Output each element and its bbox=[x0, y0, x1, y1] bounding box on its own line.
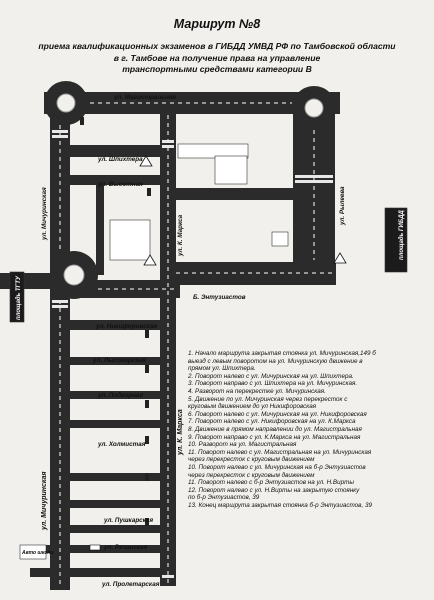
legend-line: 11. Поворот налево с б-р Энтузиастов на … bbox=[188, 479, 354, 487]
speed-bump-icon bbox=[89, 544, 101, 551]
road-nikiforovskaya bbox=[60, 320, 176, 330]
road-kholmistaya bbox=[60, 420, 176, 428]
traffic-light-icon bbox=[145, 473, 149, 481]
building-block bbox=[214, 155, 248, 185]
legend-line: через перекресток с круговым движением bbox=[188, 456, 315, 464]
legend-line: 12. Поворот налево с ул. Н.Вирты на закр… bbox=[188, 486, 360, 494]
label-podgornaya: ул. Подгорная bbox=[97, 391, 143, 399]
label-michurinskaya-top: ул. Мичуринская bbox=[41, 187, 48, 241]
traffic-light-icon bbox=[145, 518, 149, 526]
signs bbox=[80, 117, 347, 551]
traffic-light-icon bbox=[145, 330, 149, 338]
warning-sign-icon bbox=[139, 155, 153, 167]
roundabouts bbox=[44, 81, 336, 299]
traffic-light-icon bbox=[145, 436, 149, 444]
road-lysogorskaya bbox=[60, 357, 176, 365]
building-tgtu bbox=[9, 271, 25, 323]
roundabout-nw-island bbox=[56, 93, 76, 113]
warning-sign-icon bbox=[333, 252, 347, 264]
label-entuziastov: Б. Энтузиастов bbox=[193, 294, 246, 301]
label-gibdd: площадь ГИБДД bbox=[399, 209, 405, 260]
warning-sign-icon bbox=[143, 254, 157, 266]
legend-line: 6. Поворот налево с ул. Мичуринская на у… bbox=[188, 410, 367, 418]
road-inner-north bbox=[96, 185, 104, 275]
label-kholmistaya: ул. Холмистая bbox=[97, 441, 146, 448]
page-title: Маршрут №8 bbox=[173, 17, 261, 31]
road-magistralnaya bbox=[44, 92, 340, 114]
label-k-marksa-top: ул. К. Маркса bbox=[177, 214, 184, 257]
route-legend: 1. Начало маршрута закрытая стоянка ул. … bbox=[188, 350, 428, 509]
road-ryazanskaya bbox=[60, 525, 176, 533]
crosswalks bbox=[52, 130, 333, 578]
road-shpikhtera bbox=[70, 145, 160, 157]
legend-line: 1. Начало маршрута закрытая стоянка ул. … bbox=[188, 350, 376, 357]
legend-line: 5. Движение по ул. Мичуринская через пер… bbox=[188, 395, 348, 403]
roundabout-ne-island bbox=[304, 98, 324, 118]
label-k-marksa-bottom: ул. К. Маркса bbox=[177, 409, 184, 456]
lane-markings bbox=[59, 102, 336, 585]
road-podgornaya bbox=[60, 391, 176, 399]
legend-line: по б-р Энтузиастов, 39 bbox=[188, 494, 260, 502]
traffic-light-icon bbox=[145, 400, 149, 408]
subtitle-line-3: транспортными средствами категории В bbox=[122, 64, 312, 74]
road-inner-east bbox=[176, 188, 293, 200]
building-gibdd bbox=[384, 207, 408, 273]
building-avto-shkola bbox=[19, 544, 47, 560]
roads bbox=[0, 90, 340, 590]
label-ploshchad-tgtu: площадь ТГТУ bbox=[16, 275, 22, 320]
building-block bbox=[271, 231, 289, 247]
legend-line: выезд с левым поворотом на ул. Мичуринск… bbox=[188, 357, 363, 365]
buildings bbox=[9, 143, 408, 560]
legend-line: через перекресток с круговым движением bbox=[188, 471, 315, 479]
label-ryleeva: ул. Рылеева bbox=[339, 186, 346, 226]
label-magistralnaya: ул. Магистральная bbox=[113, 94, 176, 101]
building-block bbox=[109, 219, 151, 261]
legend-line: 8. Движение в прямом направлении до ул. … bbox=[188, 425, 362, 433]
legend-line: 9. Поворот направо с ул. К.Маркса на ул.… bbox=[188, 433, 361, 441]
road-vysotnaya bbox=[70, 175, 160, 185]
label-vysotnaya: ул. Высотная bbox=[97, 181, 143, 188]
road-pushkarskaya bbox=[60, 500, 176, 508]
legend-line: 2. Поворот налево с ул. Мичуринская на у… bbox=[188, 372, 354, 380]
label-michurinskaya-bottom: ул. Мичуринская bbox=[41, 471, 48, 531]
legend-line: 11. Поворот налево с ул. Магистральная н… bbox=[188, 448, 372, 456]
label-nikiforovskaya: ул. Никифоровская bbox=[95, 323, 157, 330]
label-lysogorskaya: ул. Лысогорская bbox=[92, 357, 146, 364]
building-block bbox=[177, 143, 249, 159]
legend-line: 13. Конец маршрута закрытая стоянка б-р … bbox=[188, 501, 372, 509]
road-row-545 bbox=[30, 545, 176, 553]
legend-line: 10. Разворот на ул. Магистральная bbox=[188, 441, 297, 449]
label-pushkarskaya: ул. Пушкарская bbox=[103, 517, 153, 524]
label-avto-shkola: Авто школа bbox=[21, 550, 54, 556]
legend-line: 10. Поворот налево с ул. Мичуринская на … bbox=[188, 463, 366, 471]
subtitle-line-2: в г. Тамбове на получение права на управ… bbox=[113, 53, 321, 63]
legend-line: 4. Разворот на перекрестке ул. Мичуринск… bbox=[188, 387, 326, 395]
legend-line: круговым движением до ул Никифоровская bbox=[188, 403, 317, 411]
road-row-473 bbox=[60, 473, 176, 481]
label-proletarskaya: ул. Пролетарская bbox=[101, 581, 160, 588]
legend-line: 7. Поворот налево с ул. Никифоровская на… bbox=[188, 418, 356, 426]
subtitle-line-1: приема квалификационных экзаменов в ГИБД… bbox=[38, 41, 396, 51]
traffic-light-icon bbox=[80, 117, 84, 125]
legend-line: 3. Поворот направо с ул. Шпихтера на ул.… bbox=[188, 380, 358, 388]
roundabout-center-island bbox=[63, 264, 85, 286]
traffic-light-icon bbox=[147, 188, 151, 196]
label-shpikhtera: ул. Шпихтера bbox=[97, 156, 143, 163]
label-ryazanskaya: ул. Рязанская bbox=[103, 544, 148, 551]
road-proletarskaya bbox=[30, 568, 176, 577]
traffic-light-icon bbox=[145, 365, 149, 373]
legend-line: прямом ул. Шпихтера. bbox=[188, 365, 256, 373]
road-entuziastov-east bbox=[176, 273, 336, 285]
